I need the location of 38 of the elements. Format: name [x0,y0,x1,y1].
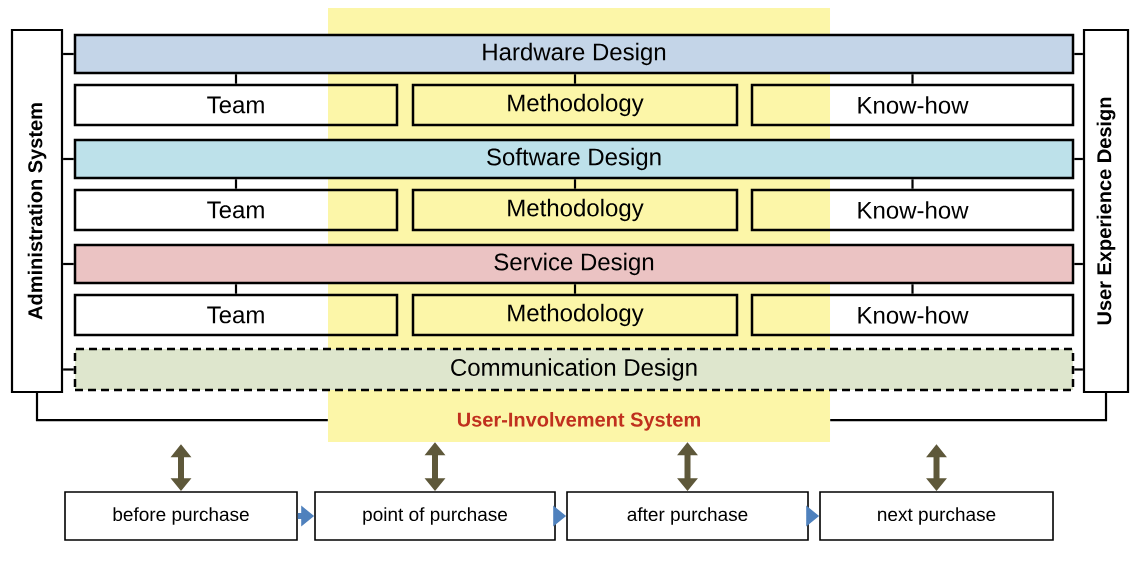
component-box: Methodology [411,188,739,232]
side-box: Administration System [10,28,64,394]
component-box: Team [73,83,399,127]
component-box: Methodology [411,83,739,127]
component-box: Team [73,188,399,232]
connector-line [35,393,328,422]
component-box: Know-how [750,293,1075,337]
stage-box: before purchase [64,491,298,541]
connector-line [911,74,914,84]
connector-line [63,368,74,371]
connector-line [911,179,914,189]
connector-line [911,284,914,294]
connector-line [63,262,74,266]
connector-line [63,52,74,56]
connector-line [1074,262,1083,266]
component-box: Methodology [411,293,739,337]
component-box: Know-how [750,188,1075,232]
stage-box: next purchase [819,491,1054,541]
connector-line [234,284,238,294]
design-bar: Software Design [73,138,1075,180]
component-box: Know-how [750,83,1075,127]
design-bar: Hardware Design [73,33,1075,75]
connector-line [1074,157,1083,161]
connector-line [1074,368,1083,371]
connector-line [234,74,238,84]
connector-line [830,393,1108,422]
connector-line [1074,52,1083,56]
component-box: Team [73,293,399,337]
design-bar: Service Design [73,243,1075,285]
connector-line [234,179,238,189]
stage-box: after purchase [566,491,809,541]
connector-line [573,179,577,189]
stage-box: point of purchase [314,491,556,541]
connector-line [573,74,577,84]
dashed-design-bar: Communication Design [73,347,1075,392]
connector-line [63,157,74,161]
side-box: User Experience Design [1082,28,1130,394]
connector-line [573,284,577,294]
